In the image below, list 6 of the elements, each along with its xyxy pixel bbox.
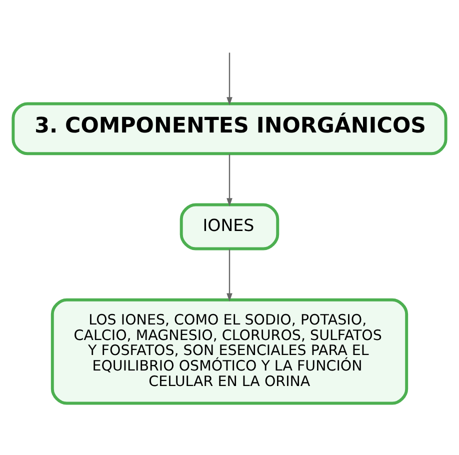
- arrow: [226, 249, 232, 302]
- node-box: 3. COMPONENTES INORGÁNICOS: [12, 102, 448, 156]
- arrow: [226, 52, 232, 106]
- node-box: LOS IONES, COMO EL SODIO, POTASIO, CALCIO, MAGNESIO, CLORUROS, SULFATOS Y FOSFATOS, SON ESENCIALES PARA EL EQUILIBRIO OSMÓTICO Y LA FUNCIÓN CELULAR EN LA ORINA: [50, 298, 408, 405]
- node-box: IONES: [180, 203, 280, 250]
- arrow: [226, 154, 232, 206]
